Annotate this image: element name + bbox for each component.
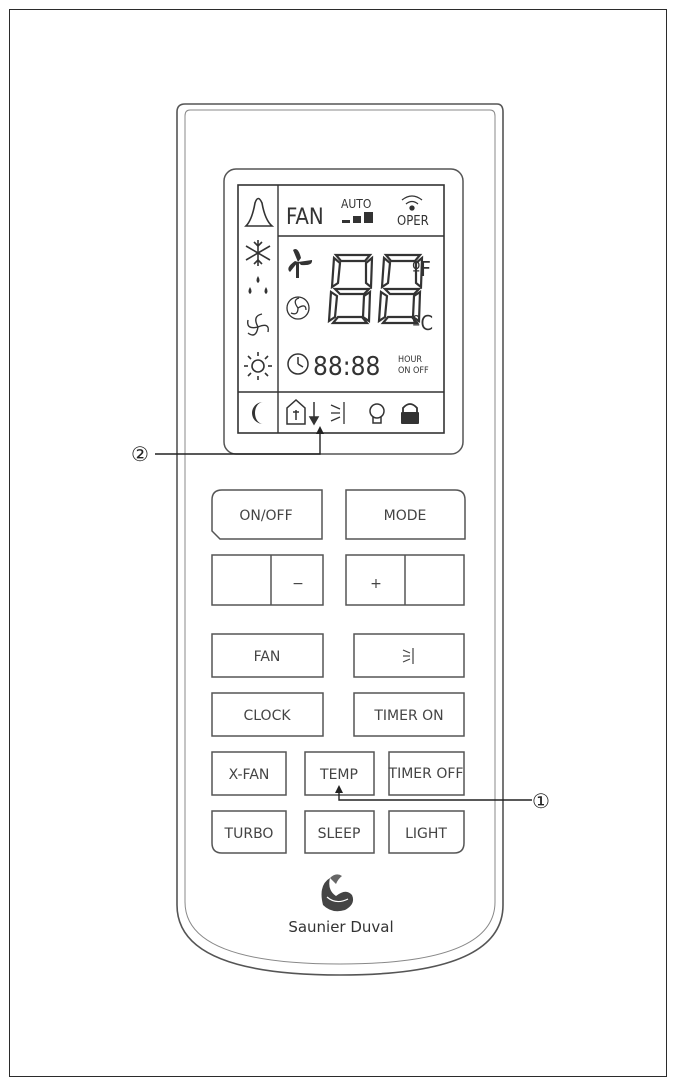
sleep-label: SLEEP	[318, 826, 361, 842]
on-off-label: ON/OFF	[239, 508, 292, 524]
clock-digits: 88:88	[313, 352, 380, 382]
clock-button[interactable]: CLOCK	[211, 692, 324, 737]
fan-speed-bars-icon	[342, 212, 373, 223]
signal-wifi-icon	[401, 195, 423, 211]
fan-button[interactable]: FAN	[211, 633, 324, 678]
saunier-duval-logo-icon	[321, 874, 354, 912]
on-off-label: ON OFF	[398, 366, 429, 376]
lcd-display: FAN AUTO OPER	[0, 0, 464, 455]
auto-speed-label: AUTO	[341, 197, 371, 211]
operation-label: OPER	[397, 214, 429, 229]
plus-button-group[interactable]: +	[345, 554, 465, 606]
heat-mode-icon	[244, 352, 272, 380]
timer-on-button[interactable]: TIMER ON	[353, 692, 465, 737]
timer-off-label: TIMER OFF	[388, 766, 464, 782]
health-swirl-icon	[286, 296, 310, 320]
callout-2: ②	[131, 426, 324, 466]
light-label: LIGHT	[405, 826, 447, 842]
light-bulb-icon	[369, 403, 385, 424]
light-button[interactable]: LIGHT	[388, 810, 465, 854]
temperature-digits: 88	[0, 0, 424, 325]
turbo-button[interactable]: TURBO	[211, 810, 287, 854]
plus-label: +	[370, 576, 382, 592]
fan-button-label: FAN	[254, 649, 281, 665]
timer-on-label: TIMER ON	[373, 708, 443, 724]
temp-label: TEMP	[319, 767, 358, 783]
brand-name: Saunier Duval	[288, 918, 393, 936]
dry-mode-icon	[248, 276, 268, 294]
minus-label: −	[292, 576, 304, 592]
clock-button-label: CLOCK	[243, 708, 291, 724]
on-off-button[interactable]: ON/OFF	[211, 489, 323, 540]
figure-frame	[9, 9, 667, 1077]
swing-button-icon	[402, 648, 414, 664]
swing-button[interactable]	[353, 633, 465, 678]
callout-1-label: ①	[532, 789, 550, 813]
fan-blade-icon	[288, 249, 313, 278]
child-lock-icon	[401, 403, 419, 424]
mode-label: MODE	[384, 508, 427, 524]
callout-2-label: ②	[131, 442, 149, 466]
mode-button[interactable]: MODE	[345, 489, 466, 540]
unit-fahrenheit: ºF	[412, 257, 431, 281]
temperature-arrow-icon	[308, 402, 320, 426]
i-feel-house-icon	[286, 398, 306, 425]
minus-button-group[interactable]: −	[211, 554, 324, 606]
sleep-button[interactable]: SLEEP	[304, 810, 375, 854]
temperature-digits-value: 88	[0, 0, 2, 1]
auto-mode-icon	[244, 197, 275, 227]
turbo-label: TURBO	[224, 826, 274, 842]
clock-icon	[287, 353, 309, 375]
fan-speed-label: FAN	[286, 205, 324, 230]
sleep-moon-icon	[252, 402, 263, 424]
hour-label: HOUR	[398, 355, 422, 365]
unit-celsius: ºC	[412, 311, 433, 335]
x-fan-label: X-FAN	[229, 767, 270, 783]
callout-1: ①	[335, 785, 550, 813]
cool-mode-icon	[245, 240, 271, 266]
x-fan-button[interactable]: X-FAN	[211, 751, 287, 796]
fan-mode-icon	[247, 313, 269, 336]
swing-icon	[330, 402, 345, 424]
timer-off-button[interactable]: TIMER OFF	[388, 751, 465, 796]
